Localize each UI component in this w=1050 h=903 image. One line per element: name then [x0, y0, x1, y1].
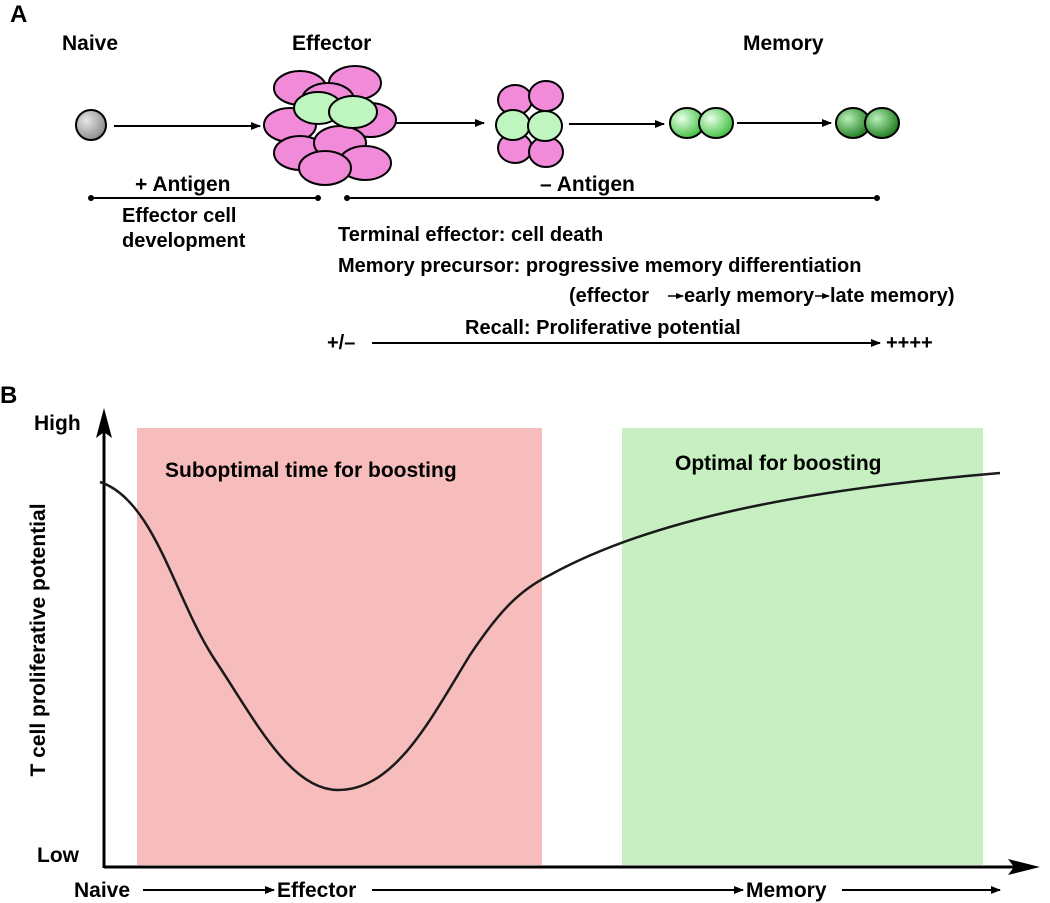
stage-memory-label: Memory — [743, 32, 824, 55]
proliferative-potential-curve — [99, 471, 1001, 792]
x-memory-label: Memory — [746, 879, 827, 902]
suboptimal-region — [137, 428, 542, 865]
y-high-label: High — [34, 412, 81, 435]
effector-cluster-icon — [263, 65, 397, 186]
suboptimal-label: Suboptimal time for boosting — [165, 459, 457, 482]
y-low-label: Low — [37, 844, 80, 867]
minus-antigen-bar-start-dot — [344, 195, 350, 201]
y-axis-arrowhead — [96, 408, 112, 438]
late-memory-cells-icon — [835, 107, 900, 139]
effector-development-line1: Effector cell — [122, 205, 236, 227]
plus-antigen-bar-end-dot — [315, 195, 321, 201]
naive-cell-icon — [75, 109, 107, 141]
recall-low: +/– — [327, 332, 355, 354]
plus-antigen-label: + Antigen — [135, 173, 230, 196]
effector-development-line2: development — [122, 230, 246, 252]
optimal-label: Optimal for boosting — [675, 452, 881, 475]
progression-early-memory: early memory — [684, 285, 815, 307]
plus-antigen-bar-start-dot — [88, 195, 94, 201]
panel-b-label: B — [0, 382, 17, 409]
early-memory-cells-icon — [669, 107, 734, 139]
minus-antigen-bar-end-dot — [874, 195, 880, 201]
memory-precursor-cluster-icon — [495, 80, 564, 168]
stage-naive-label: Naive — [62, 32, 118, 55]
panel-a-label: A — [10, 1, 27, 28]
x-effector-label: Effector — [277, 879, 356, 902]
memory-precursor-text: Memory precursor: progressive memory dif… — [338, 255, 861, 277]
x-axis-arrowhead — [1008, 859, 1040, 875]
stage-effector-label: Effector — [292, 32, 371, 55]
y-axis-label: T cell proliferative potential — [27, 503, 50, 776]
optimal-region — [622, 428, 983, 865]
minus-antigen-label: – Antigen — [540, 173, 635, 196]
progression-late-memory: late memory) — [830, 285, 955, 307]
progression-effector: (effector — [569, 285, 649, 307]
recall-high: ++++ — [886, 332, 933, 354]
terminal-effector-text: Terminal effector: cell death — [338, 224, 603, 246]
x-naive-label: Naive — [74, 879, 130, 902]
recall-label: Recall: Proliferative potential — [465, 317, 741, 339]
